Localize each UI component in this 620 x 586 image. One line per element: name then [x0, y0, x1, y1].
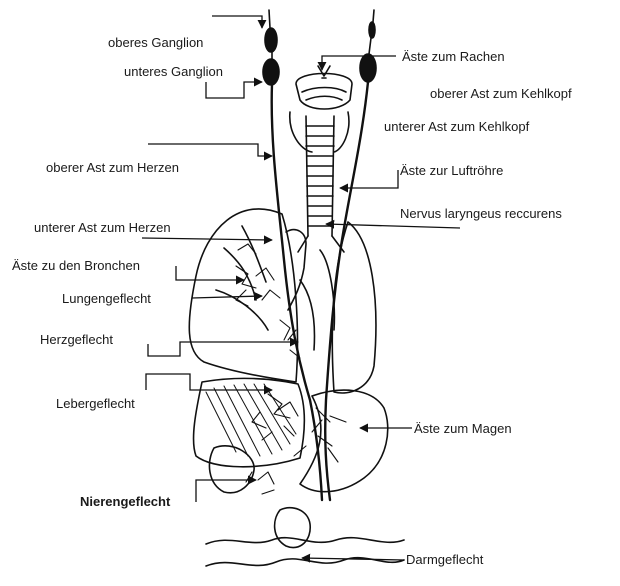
- right-top-ganglion-shape: [369, 22, 375, 38]
- label-aeste-zum-rachen: Äste zum Rachen: [402, 49, 505, 64]
- upper-ganglion-shape: [265, 28, 277, 52]
- leader-oberer-ast-herzen: [148, 144, 272, 156]
- stomach-shape: [300, 390, 388, 492]
- label-nierengeflecht: Nierengeflecht: [80, 494, 170, 509]
- leader-herzgeflecht: [148, 342, 298, 356]
- label-oberer-ast-herzen: oberer Ast zum Herzen: [46, 160, 179, 175]
- kidney-shape: [209, 446, 254, 493]
- leader-lines: [142, 16, 460, 560]
- leader-unterer-ast-herzen: [142, 238, 272, 240]
- label-aeste-magen: Äste zum Magen: [414, 421, 512, 436]
- label-unteres-ganglion: unteres Ganglion: [124, 64, 223, 79]
- leader-aeste-zum-rachen: [322, 56, 396, 70]
- label-darmgeflecht: Darmgeflecht: [406, 552, 483, 567]
- lower-ganglion-shape: [263, 59, 279, 85]
- right-ganglion-shape: [360, 54, 376, 82]
- label-aeste-luftroehre: Äste zur Luftröhre: [400, 163, 503, 178]
- leader-aeste-luftroehre: [340, 170, 398, 188]
- leader-unteres-ganglion: [206, 82, 262, 98]
- label-herzgeflecht: Herzgeflecht: [40, 332, 113, 347]
- label-unterer-ast-kehlkopf: unterer Ast zum Kehlkopf: [384, 119, 529, 134]
- label-oberer-ast-kehlkopf: oberer Ast zum Kehlkopf: [430, 86, 572, 101]
- leader-aeste-bronchen: [176, 266, 244, 280]
- leader-nierengeflecht: [196, 480, 256, 502]
- label-unterer-ast-herzen: unterer Ast zum Herzen: [34, 220, 171, 235]
- leader-lungengeflecht: [192, 296, 262, 298]
- label-nervus-laryngeus: Nervus laryngeus reccurens: [400, 206, 562, 221]
- label-oberes-ganglion: oberes Ganglion: [108, 35, 203, 50]
- label-lungengeflecht: Lungengeflecht: [62, 291, 151, 306]
- right-lung-shape: [332, 222, 376, 393]
- anatomy-drawing: [189, 10, 404, 566]
- right-vagus-trunk: [325, 82, 368, 500]
- leader-lebergeflecht: [146, 374, 272, 390]
- label-aeste-bronchen: Äste zu den Bronchen: [12, 258, 140, 273]
- label-lebergeflecht: Lebergeflecht: [56, 396, 135, 411]
- leader-oberes-ganglion: [212, 16, 262, 28]
- trachea-shape: [298, 116, 344, 252]
